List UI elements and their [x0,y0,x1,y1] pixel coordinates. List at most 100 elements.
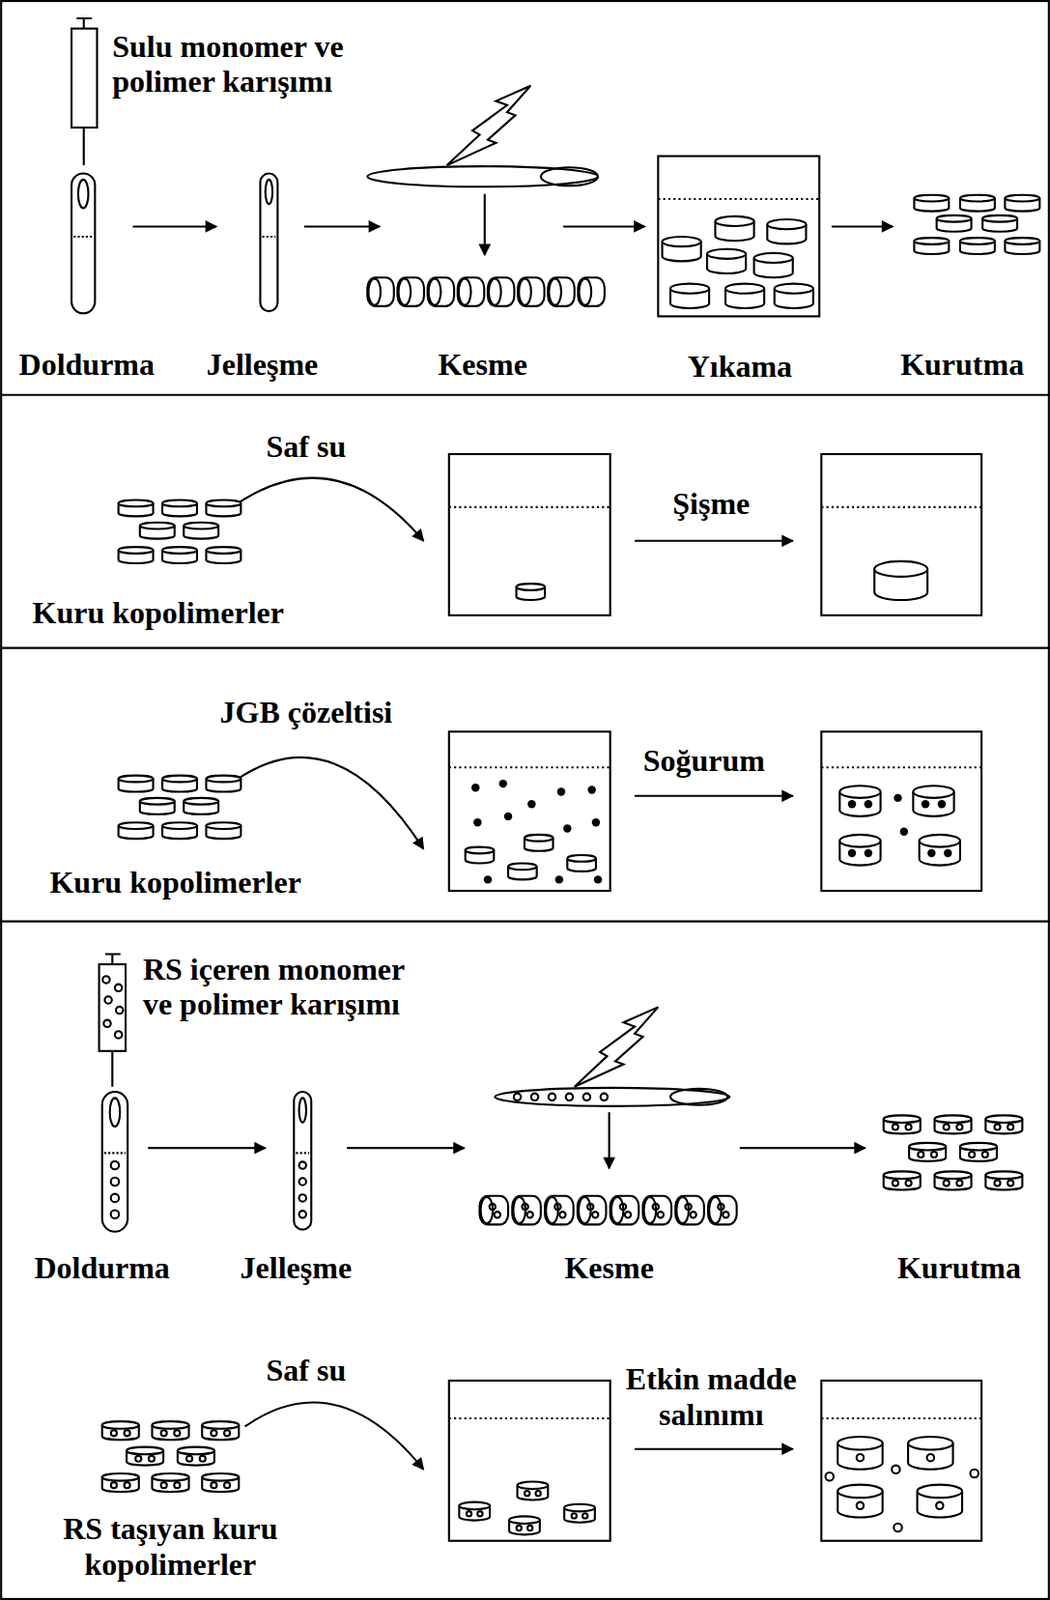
copolymer-disc-top [919,834,961,848]
drug-particle [893,1523,902,1532]
drug-particle [513,1093,521,1101]
drug-particle [566,1093,573,1101]
step-label: Jelleşme [206,346,319,383]
step-label: RS taşıyan kuru kopolimerler [49,1511,291,1584]
copolymer-disc-top [837,1484,882,1499]
copolymer-disc-top [908,1436,953,1450]
drug-particle [906,1180,912,1187]
drug-particle [927,1453,935,1461]
cut-piece-end [488,278,502,305]
drug-particle [124,1429,131,1436]
drug-particle [956,1123,963,1130]
copolymer-disc-top [766,219,806,229]
drug-particle [186,1455,193,1462]
copolymer-disc-top [1004,237,1040,245]
copolymer-disc-top [162,775,198,783]
copolymer-disc-top [662,236,702,247]
copolymer-disc-top [908,1142,946,1151]
copolymer-disc-top [162,500,198,508]
copolymer-disc-top [935,1170,972,1179]
step-label: Saf su [266,427,347,464]
step-label: RS içeren monomer ve polimer karışımı [142,951,424,1023]
dye-dot [563,823,571,832]
step-label: Soğurum [643,742,766,779]
dye-dot [555,875,564,883]
copolymer-disc-top [140,797,175,805]
dye-dot [943,849,952,857]
copolymer-disc-top [913,195,949,202]
step-label: Şişme [672,484,750,521]
copolymer-disc-top [754,253,794,263]
copolymer-disc-top [465,847,495,854]
copolymer-disc-top [162,822,198,829]
cut-piece [642,1195,672,1225]
copolymer-disc-top [126,1447,164,1455]
copolymer-disc-top [151,1420,189,1429]
drug-particle [173,1429,180,1436]
cut-piece-end [548,278,562,305]
step-label: Sulu monomer ve polimer karışımı [112,28,364,101]
drug-particle [917,1151,924,1158]
copolymer-disc-top [725,283,765,294]
drug-particle [931,1151,937,1158]
cut-piece [675,1195,705,1225]
copolymer-disc-top [837,1436,882,1450]
drug-particle [600,1093,608,1101]
dye-dot [864,799,873,808]
step-label: Doldurma [33,1249,170,1286]
drug-particle [489,1203,496,1210]
copolymer-disc-top [883,1114,921,1123]
cut-piece [427,277,455,307]
cut-piece [577,1195,607,1225]
drug-particle [856,1453,864,1461]
dye-dot [473,818,482,826]
step-label: Jelleşme [240,1249,353,1286]
drug-particle [891,1465,900,1474]
drug-particle [892,1180,899,1187]
drug-particle [466,1510,472,1516]
copolymer-disc-top [707,249,746,259]
copolymer-disc-top [960,237,995,245]
cut-piece [457,277,484,307]
copolymer-disc-top [1004,195,1040,202]
drug-particle [968,1151,975,1158]
copolymer-disc-top [118,546,154,554]
drug-particle [684,1203,691,1210]
drug-particle [531,1093,539,1101]
copolymer-disc-top [985,1114,1022,1123]
copolymer-disc-top [162,546,198,554]
drug-particle [548,1093,556,1101]
dye-dot [499,779,508,788]
drug-particle [582,1512,588,1518]
drug-particle [299,1210,307,1218]
copolymer-disc-top [118,500,154,508]
drug-particle [111,1177,119,1186]
drug-particle [299,1161,307,1168]
dye-dot [848,799,856,808]
copolymer-disc-top [714,216,754,227]
step-label: Kurutma [900,346,1024,383]
copolymer-disc-top [205,500,241,508]
copolymer-disc-top [183,522,219,530]
drug-particle [993,1123,1000,1130]
copolymer-disc-top [151,1473,189,1481]
cut-piece [480,1195,510,1225]
drug-particle [524,1490,530,1496]
drug-particle [1007,1180,1014,1187]
dye-dot [927,849,936,857]
cut-piece [487,277,514,307]
cut-piece [577,277,604,307]
drug-particle [210,1429,217,1436]
dye-dot [921,799,930,808]
drug-particle [477,1510,483,1516]
drug-particle [969,1469,978,1477]
copolymer-disc-top [458,1502,490,1510]
copolymer-disc-top [912,785,954,798]
cut-piece [547,277,574,307]
drug-particle [620,1203,626,1210]
drug-particle [521,1203,528,1210]
dye-dot [592,818,600,826]
dye-dot [900,827,909,836]
drug-particle [592,1211,598,1218]
